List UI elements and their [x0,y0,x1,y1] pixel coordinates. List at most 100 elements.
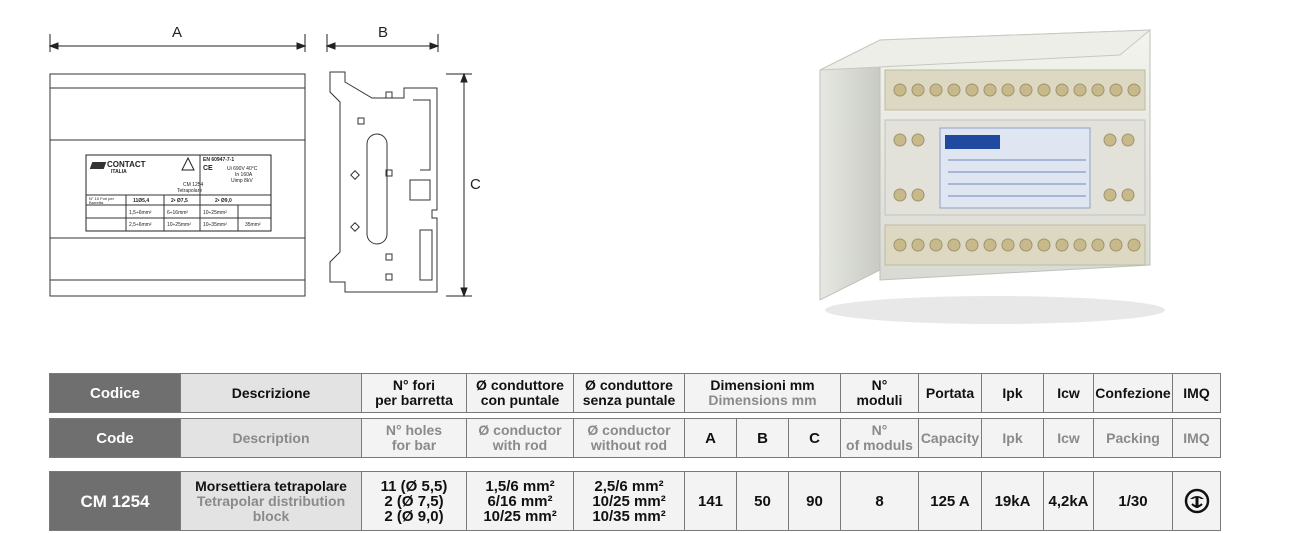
header-without-rod-line2: without rod [590,437,668,453]
label-size-2: 2• Ø9,0 [215,198,232,204]
header-senza-puntale-line2: senza puntale [582,392,676,408]
cell-without-rod-0: 2,5/6 mm² [594,477,664,495]
label-norod-0: 2,5÷6mm² [129,222,152,228]
product-photo [790,10,1200,340]
cell-code: CM 1254 [49,471,181,531]
header-confezione: Confezione [1093,373,1173,413]
header-dim-c: C [788,418,841,458]
dimension-c-label: C [470,176,481,193]
header-imq-en: IMQ [1172,418,1221,458]
cell-imq [1172,471,1221,531]
product-label: CONTACT ITALIA CM 1254 Tetrapolare EN 60… [87,156,270,230]
label-rating-1: In 160A [235,172,253,178]
cell-with-rod: 1,5/6 mm² 6/16 mm² 10/25 mm² [466,471,574,531]
label-rating-0: Ui 690V 40°C [227,166,258,172]
header-codice: Codice [49,373,181,413]
dimension-a-label: A [172,24,183,41]
header-senza-puntale: Ø conduttore senza puntale [573,373,685,413]
cell-ipk: 19kA [981,471,1044,531]
label-norm: EN 60947-7-1 [203,157,235,163]
dimension-c [446,72,472,298]
label-logo-icon [89,162,107,169]
header-packing: Packing [1093,418,1173,458]
label-code: CM 1254 [183,182,204,188]
table-row: CM 1254 Morsettiera tetrapolare Tetrapol… [49,471,1221,531]
cell-description-en-2: block [252,507,290,524]
label-holes: N° 10 Fori per Barretta [89,196,114,205]
header-moduli-line1: N° [871,377,888,393]
header-dim-b: B [736,418,789,458]
cell-dim-a: 141 [684,471,737,531]
header-con-puntale-line1: Ø conduttore [476,377,564,393]
header-holes-line2: for bar [391,437,437,453]
header-description: Description [180,418,362,458]
cell-description-it: Morsettiera tetrapolare [195,477,347,494]
header-icw-en: Icw [1043,418,1094,458]
dimension-b-label: B [378,24,389,41]
header-with-rod-line1: Ø conductor [478,422,562,438]
cell-with-rod-1: 6/16 mm² [487,492,553,510]
spec-header-english: Code Description N° holes for bar Ø cond… [49,418,1221,458]
label-brand: CONTACT [107,160,146,169]
header-holes: N° holes for bar [361,418,467,458]
dimension-drawing-svg [48,34,472,298]
header-con-puntale-line2: con puntale [480,392,560,408]
header-icw: Icw [1043,373,1094,413]
dimension-a [48,34,307,52]
cell-portata: 125 A [918,471,982,531]
imq-certification-mark-icon [1184,488,1209,514]
cell-dim-c: 90 [788,471,841,531]
product-photo-svg [819,29,1165,324]
header-fori-line1: N° fori [392,377,436,393]
cell-dim-b: 50 [736,471,789,531]
dimension-b [325,34,440,52]
header-with-rod: Ø conductor with rod [466,418,574,458]
header-moduli: N° moduli [840,373,919,413]
header-con-puntale: Ø conduttore con puntale [466,373,574,413]
label-rod-2: 10÷25mm² [203,210,227,216]
cell-with-rod-0: 1,5/6 mm² [485,477,555,495]
label-size-0: 11Ø5,4 [133,198,150,204]
header-senza-puntale-line1: Ø conduttore [585,377,673,393]
label-norod-3: 35mm² [245,222,261,228]
header-ipk: Ipk [981,373,1044,413]
header-descrizione: Descrizione [180,373,362,413]
header-dimensioni: Dimensioni mm Dimensions mm [684,373,841,413]
label-size-1: 2• Ø7,5 [171,198,188,204]
cell-description-en-1: Tetrapolar distribution [196,492,346,509]
cell-holes: 11 (Ø 5,5) 2 (Ø 7,5) 2 (Ø 9,0) [361,471,467,531]
cell-with-rod-2: 10/25 mm² [483,507,557,525]
front-view [49,73,306,297]
side-view [329,71,438,293]
header-without-rod-line1: Ø conductor [587,422,671,438]
header-moduls-line2: of moduls [846,437,913,453]
header-holes-line1: N° holes [385,422,443,438]
label-brand-sub: ITALIA [111,169,127,175]
header-moduls-line1: N° [871,422,888,438]
cell-confezione: 1/30 [1093,471,1173,531]
header-capacity: Capacity [918,418,982,458]
label-norod-1: 10÷25mm² [167,222,191,228]
header-portata: Portata [918,373,982,413]
cell-holes-1: 2 (Ø 7,5) [384,492,444,510]
label-type: Tetrapolare [177,188,203,194]
header-fori: N° fori per barretta [361,373,467,413]
label-rating-2: Uimp 8kV [231,178,253,184]
header-ipk-en: Ipk [981,418,1044,458]
header-with-rod-line2: with rod [492,437,548,453]
header-moduls: N° of moduls [840,418,919,458]
cell-moduli: 8 [840,471,919,531]
cell-holes-2: 2 (Ø 9,0) [384,507,444,525]
cell-without-rod-1: 10/25 mm² [592,492,666,510]
spec-header-italian: Codice Descrizione N° fori per barretta … [49,373,1221,413]
cell-without-rod-2: 10/35 mm² [592,507,666,525]
label-ce-icon: CE [203,165,213,172]
header-dimensioni-it: Dimensioni mm [710,377,815,393]
cell-description: Morsettiera tetrapolare Tetrapolar distr… [180,471,362,531]
header-fori-line2: per barretta [375,392,453,408]
spec-data-row: CM 1254 Morsettiera tetrapolare Tetrapol… [49,471,1221,531]
header-imq: IMQ [1172,373,1221,413]
label-rod-1: 6÷16mm² [167,210,189,216]
cell-without-rod: 2,5/6 mm² 10/25 mm² 10/35 mm² [573,471,685,531]
label-norod-2: 10÷35mm² [203,222,227,228]
